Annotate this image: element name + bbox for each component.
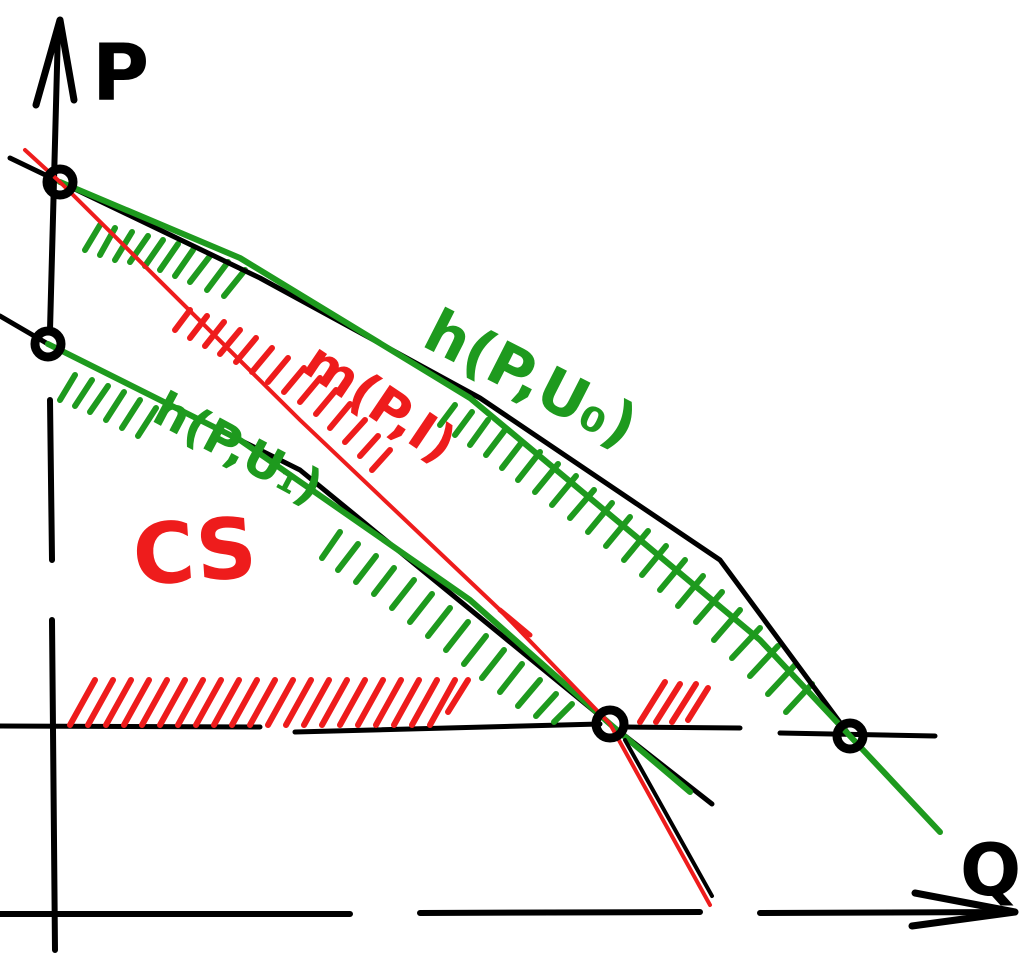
- red-hatch-at-price-line: [67, 677, 711, 728]
- red-hatch-between-curves: [172, 307, 393, 473]
- points: [30, 164, 868, 754]
- green-hatch-lower-corner: [57, 372, 159, 439]
- point-m-h1-at-price: [591, 705, 629, 743]
- marshallian-demand-tail: [623, 738, 714, 898]
- marshallian-demand-curve: [23, 148, 712, 907]
- point-h0-at-price: [832, 718, 868, 754]
- green-hatch-upper-band: [437, 402, 815, 715]
- price-axis-arrowhead: [32, 16, 78, 109]
- consumer-surplus-label: CS: [130, 499, 260, 605]
- hatching: [57, 222, 815, 728]
- hicksian-demand-u1-curve: [45, 341, 693, 795]
- marshallian-demand-highlight: [497, 607, 533, 638]
- axes: [0, 16, 1019, 953]
- price-level-line: [0, 721, 938, 739]
- green-hatch-lower-band: [319, 529, 575, 725]
- price-axis-label: P: [92, 29, 149, 119]
- quantity-axis-label: Q: [960, 828, 1021, 912]
- quantity-axis: [0, 909, 1013, 917]
- hicksian-demand-u0-curve: [57, 179, 943, 835]
- point-h0-intercept: [42, 164, 78, 200]
- quantity-axis-arrowhead: [908, 889, 1019, 930]
- point-h1-intercept: [30, 326, 66, 362]
